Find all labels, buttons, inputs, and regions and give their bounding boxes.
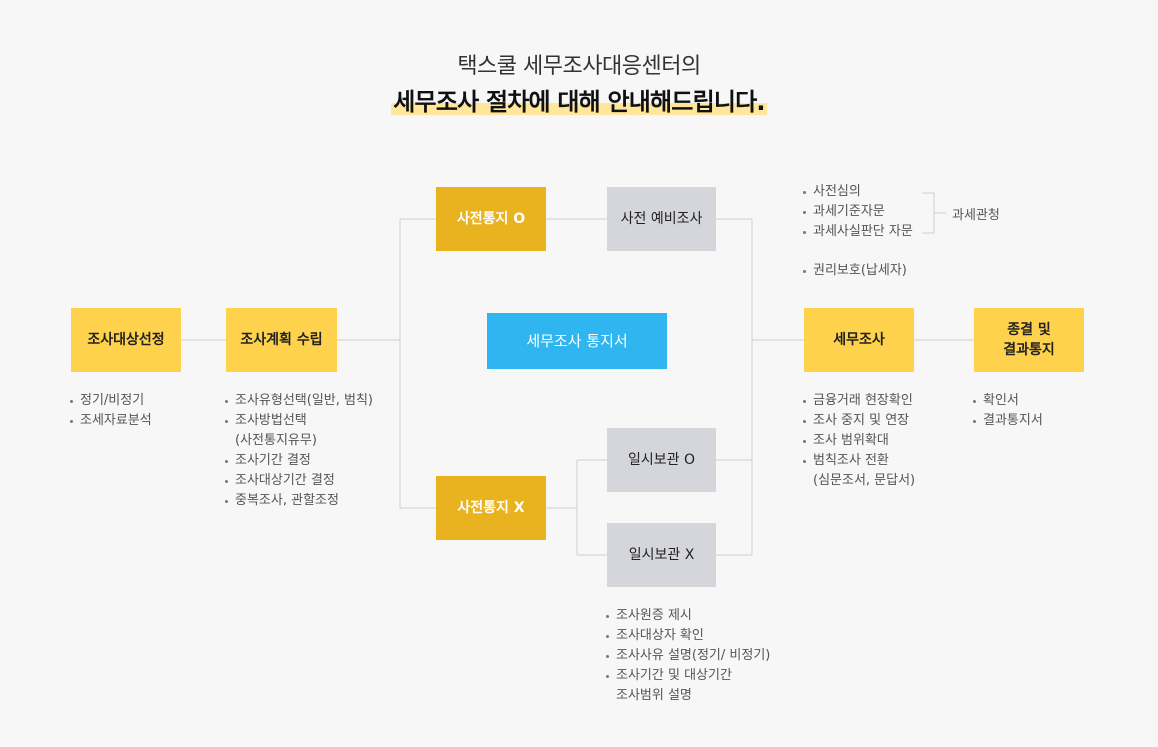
list-item: 금융거래 현장확인 <box>803 391 915 411</box>
box-tax-audit-label: 세무조사 <box>833 332 885 348</box>
list-item: 조사기간 결정 <box>225 451 373 471</box>
list-item: 과세사실판단 자문 <box>803 222 913 242</box>
list-item: 조사대상자 확인 <box>606 626 770 646</box>
box-audit-plan-label: 조사계획 수립 <box>240 332 323 348</box>
box-audit-notice-doc: 세무조사 통지서 <box>487 313 667 369</box>
box-keep-o: 일시보관 O <box>607 428 716 492</box>
heading-title: 세무조사 절차에 대해 안내해드립니다. <box>391 82 767 117</box>
box-target-selection-label: 조사대상선정 <box>87 332 165 348</box>
list-item: 범칙조사 전환 <box>803 451 915 471</box>
list-item: 사전심의 <box>803 182 913 202</box>
heading-title-wrap: 세무조사 절차에 대해 안내해드립니다. <box>0 82 1158 117</box>
list-item-continuation: (사전통지유무) <box>235 433 317 448</box>
notes-target: 정기/비정기 조세자료분석 <box>70 391 152 431</box>
box-notice-x-label: 사전통지 X <box>457 500 525 516</box>
list-item: 조사 중지 및 연장 <box>803 411 915 431</box>
list-item: 조사대상기간 결정 <box>225 471 373 491</box>
list-item: 조세자료분석 <box>70 411 152 431</box>
box-closing-label: 종결 및 결과통지 <box>1003 322 1055 358</box>
box-notice-x: 사전통지 X <box>436 476 546 540</box>
box-keep-x: 일시보관 X <box>607 523 716 587</box>
list-item: 과세기준자문 <box>803 202 913 222</box>
list-item-continuation: (심문조서, 문답서) <box>813 473 916 488</box>
notes-keep-x: 조사원증 제시 조사대상자 확인 조사사유 설명(정기/ 비정기) 조사기간 및… <box>606 606 770 706</box>
list-item: 확인서 <box>973 391 1043 411</box>
notes-plan: 조사유형선택(일반, 범칙) 조사방법선택 (사전통지유무) 조사기간 결정 조… <box>225 391 373 511</box>
box-pre-audit-label: 사전 예비조사 <box>620 211 703 227</box>
notes-audit-top: 사전심의 과세기준자문 과세사실판단 자문 <box>803 182 913 242</box>
list-item: 조사유형선택(일반, 범칙) <box>225 391 373 411</box>
box-pre-audit: 사전 예비조사 <box>607 187 716 251</box>
list-item: 조사사유 설명(정기/ 비정기) <box>606 646 770 666</box>
list-item: 조사방법선택 <box>225 411 373 431</box>
list-item: 결과통지서 <box>973 411 1043 431</box>
box-audit-plan: 조사계획 수립 <box>226 308 337 372</box>
box-audit-notice-doc-label: 세무조사 통지서 <box>526 332 628 350</box>
list-item: 조사 범위확대 <box>803 431 915 451</box>
box-notice-o-label: 사전통지 O <box>456 211 526 227</box>
box-keep-o-label: 일시보관 O <box>628 452 695 468</box>
tax-authority-label: 과세관청 <box>952 208 1000 223</box>
box-closing: 종결 및 결과통지 <box>974 308 1084 372</box>
list-item: 권리보호(납세자) <box>803 261 907 281</box>
list-item: 조사원증 제시 <box>606 606 770 626</box>
box-target-selection: 조사대상선정 <box>71 308 181 372</box>
notes-closing: 확인서 결과통지서 <box>973 391 1043 431</box>
box-keep-x-label: 일시보관 X <box>628 547 695 563</box>
list-item: 정기/비정기 <box>70 391 152 411</box>
heading-subtitle: 택스쿨 세무조사대응센터의 <box>457 54 701 79</box>
box-notice-o: 사전통지 O <box>436 187 546 251</box>
list-item-continuation: 조사범위 설명 <box>616 688 692 703</box>
notes-rights: 권리보호(납세자) <box>803 261 907 281</box>
notes-audit: 금융거래 현장확인 조사 중지 및 연장 조사 범위확대 범칙조사 전환 (심문… <box>803 391 915 491</box>
bracket-tax-authority <box>922 192 946 234</box>
list-item: 중복조사, 관할조정 <box>225 491 373 511</box>
box-tax-audit: 세무조사 <box>804 308 914 372</box>
list-item: 조사기간 및 대상기간 <box>606 666 770 686</box>
